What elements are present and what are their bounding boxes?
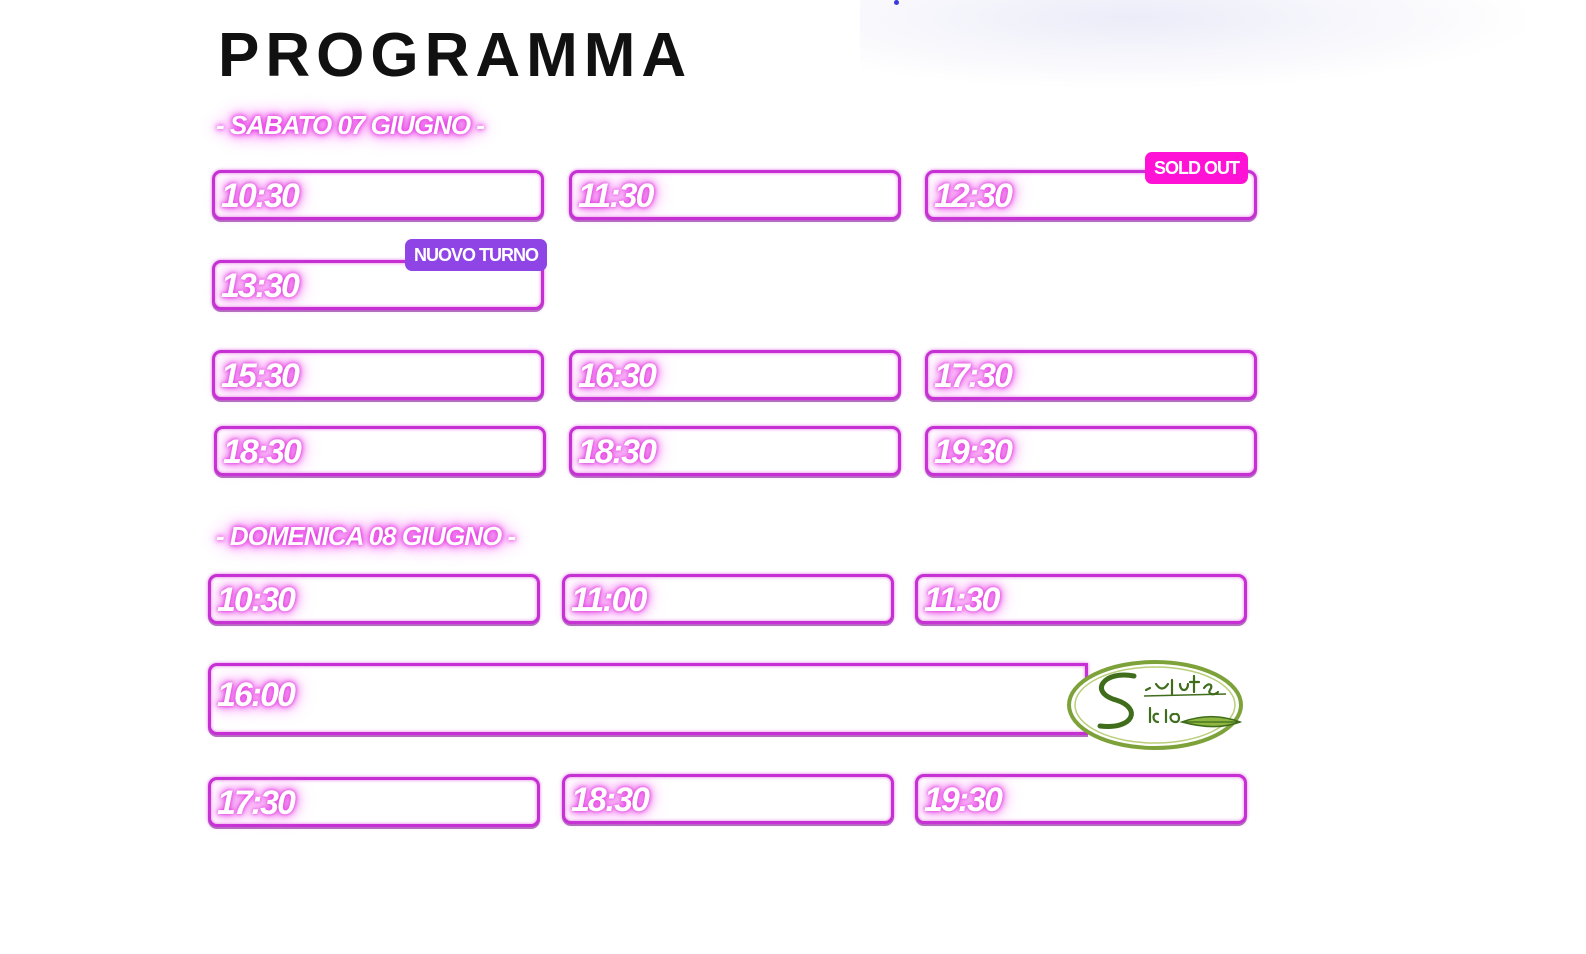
- background-haze: [860, 0, 1540, 90]
- slot-time: 18:30: [223, 433, 302, 471]
- time-slot-saturday-1930[interactable]: 19:30: [925, 426, 1257, 476]
- slot-time: 19:30: [934, 433, 1013, 471]
- slot-time: 19:30: [924, 781, 1003, 819]
- slot-time: 10:30: [221, 177, 300, 215]
- day-label-saturday: - SABATO 07 GIUGNO -: [216, 110, 485, 140]
- slot-time: 18:30: [571, 781, 650, 819]
- slot-time: 12:30: [934, 177, 1013, 215]
- slot-time: 16:00: [217, 676, 296, 714]
- time-slot-saturday-1730[interactable]: 17:30: [925, 350, 1257, 400]
- time-slot-sunday-1100[interactable]: 11:00: [562, 574, 894, 624]
- time-slot-sunday-1600[interactable]: 16:00: [208, 663, 1088, 735]
- time-slot-saturday-1330[interactable]: 13:30: [212, 260, 544, 310]
- time-slot-saturday-1030[interactable]: 10:30: [212, 170, 544, 220]
- time-slot-sunday-1130[interactable]: 11:30: [915, 574, 1247, 624]
- slot-time: 11:00: [571, 581, 647, 619]
- time-slot-sunday-1930[interactable]: 19:30: [915, 774, 1247, 824]
- time-slot-saturday-1130[interactable]: 11:30: [569, 170, 901, 220]
- slot-time: 17:30: [934, 357, 1013, 395]
- time-slot-sunday-1030[interactable]: 10:30: [208, 574, 540, 624]
- day-label-sunday: - DOMENICA 08 GIUGNO -: [216, 521, 516, 551]
- slot-time: 15:30: [221, 357, 300, 395]
- decorative-dot: [894, 0, 899, 5]
- slot-time: 13:30: [221, 267, 300, 305]
- time-slot-saturday-1530[interactable]: 15:30: [212, 350, 544, 400]
- slot-time: 17:30: [217, 784, 296, 822]
- slot-time: 11:30: [578, 177, 654, 215]
- time-slot-saturday-1830-a[interactable]: 18:30: [214, 426, 546, 476]
- slot-time: 16:30: [578, 357, 657, 395]
- time-slot-saturday-1630[interactable]: 16:30: [569, 350, 901, 400]
- new-turn-badge: NUOVO TURNO: [405, 239, 547, 271]
- time-slot-sunday-1730[interactable]: 17:30: [208, 777, 540, 827]
- slot-time: 11:30: [924, 581, 1000, 619]
- sold-out-badge: SOLD OUT: [1145, 152, 1248, 184]
- time-slot-saturday-1830-b[interactable]: 18:30: [569, 426, 901, 476]
- slot-time: 10:30: [217, 581, 296, 619]
- slot-time: 18:30: [578, 433, 657, 471]
- time-slot-sunday-1830[interactable]: 18:30: [562, 774, 894, 824]
- salute-sicilia-logo: [1067, 660, 1243, 750]
- page-title: PROGRAMMA: [218, 21, 693, 90]
